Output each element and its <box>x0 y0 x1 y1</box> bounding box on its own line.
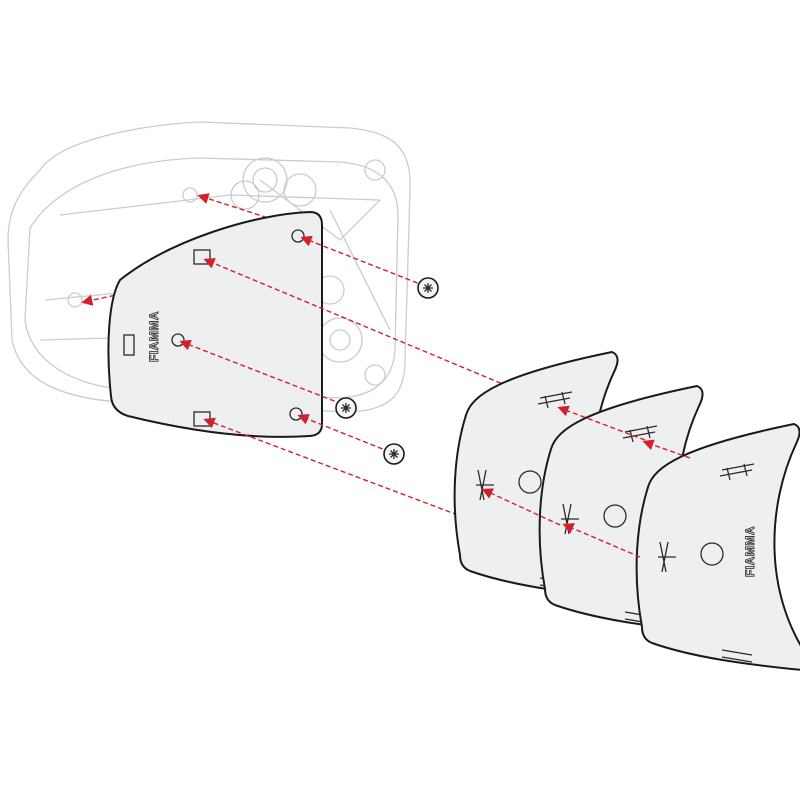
fiamma-logo: FIAMMA <box>147 311 161 362</box>
covers: FIAMMA <box>453 351 800 671</box>
mounting-plate: FIAMMA <box>107 211 323 438</box>
assembly-arrow <box>481 488 561 526</box>
screw-icon <box>335 397 357 419</box>
cover-plate: FIAMMA <box>635 423 800 671</box>
assembly-arrow <box>562 523 641 558</box>
housing-ghost <box>7 121 411 413</box>
screw-icon <box>383 443 405 465</box>
assembly-arrow <box>557 405 646 441</box>
fiamma-logo: FIAMMA <box>743 526 757 577</box>
screws <box>335 277 439 465</box>
screw-icon <box>417 277 439 299</box>
